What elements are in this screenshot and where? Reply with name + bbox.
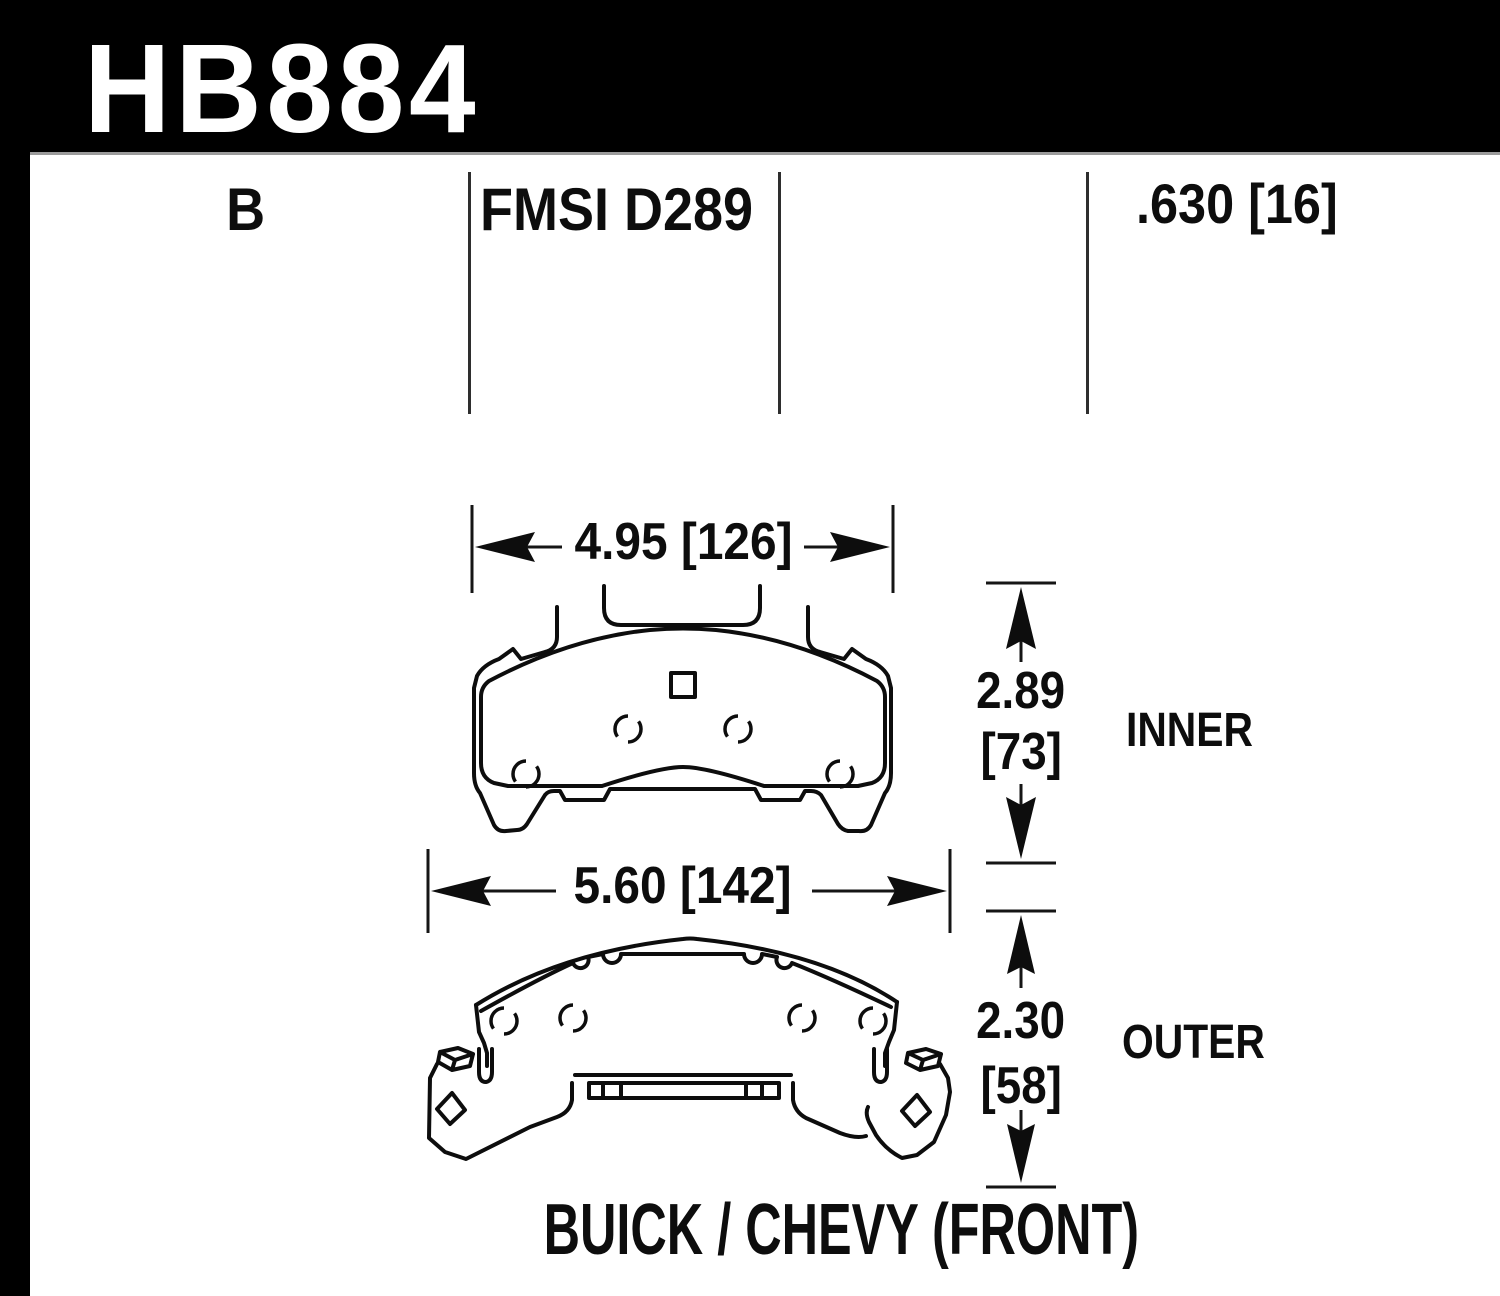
outer-pad-circle-mark xyxy=(787,1003,817,1033)
outer-pad-left-side xyxy=(474,1003,489,1068)
spec-fmsi-number: FMSI D289 xyxy=(480,176,754,243)
outer-pad-circle-mark xyxy=(489,1006,519,1036)
spec-compound: B xyxy=(226,176,266,243)
outer-pad-right-ear xyxy=(864,1062,952,1160)
spec-pad-thickness: .630 [16] xyxy=(1136,172,1338,235)
header-divider xyxy=(0,152,1500,155)
left-border-bar xyxy=(0,0,30,1296)
inner-pad-circle-mark xyxy=(723,714,753,744)
outer-pad-left-ear-finger xyxy=(477,1047,494,1084)
outer-pad-circle-mark xyxy=(858,1006,888,1036)
outer-pad-drawing xyxy=(427,936,952,1161)
outer-pad-right-ear-tab xyxy=(904,1047,943,1072)
inner-width-dimension xyxy=(470,505,895,593)
header-bar xyxy=(0,0,1500,152)
outer-height-dimension xyxy=(986,909,1056,1189)
outer-pad-bottom-edge-right xyxy=(791,1081,868,1139)
inner-pad-square-hole xyxy=(669,671,697,699)
spec-column-divider xyxy=(778,172,781,414)
outer-height-dim-inches: 2.30 xyxy=(976,992,1066,1050)
outer-pad-top-arc xyxy=(474,936,899,1007)
inner-pad-drawing xyxy=(472,584,893,834)
part-number-text: HB884 xyxy=(84,18,481,159)
outer-height-dim-mm: [58] xyxy=(980,1057,1062,1115)
inner-pad-circle-mark xyxy=(511,759,541,789)
outer-pad-inner-top-line xyxy=(479,952,893,1013)
outer-width-dim-text: 5.60 [142] xyxy=(573,857,793,915)
spec-column-divider xyxy=(468,172,471,414)
inner-pad-friction-outline xyxy=(479,626,887,788)
outer-pad-left-ear xyxy=(427,1062,574,1161)
inner-pad-circle-mark xyxy=(825,759,855,789)
outer-pad-right-diamond-hole xyxy=(900,1093,932,1128)
inner-height-dim-mm: [73] xyxy=(980,723,1062,781)
outer-pad-right-ear-finger xyxy=(872,1047,889,1084)
inner-pad-circle-mark xyxy=(613,714,643,744)
outer-pad-circle-mark xyxy=(558,1003,588,1033)
inner-height-dim-inches: 2.89 xyxy=(976,662,1066,720)
outer-width-dimension xyxy=(426,849,952,933)
inner-height-dimension xyxy=(986,581,1056,865)
inner-pad-outline xyxy=(472,605,893,834)
outer-pad-left-ear-tab xyxy=(436,1046,475,1072)
part-number-title: HB884 xyxy=(84,26,501,152)
outer-pad-slot-bar xyxy=(587,1081,781,1100)
application-caption: BUICK / CHEVY (FRONT) xyxy=(543,1190,1140,1270)
spec-column-divider xyxy=(1086,172,1089,414)
outer-pad-label: OUTER xyxy=(1122,1016,1265,1069)
inner-pad-u-channel xyxy=(602,584,762,627)
outer-pad-left-diamond-hole xyxy=(435,1091,467,1126)
inner-width-dim-text: 4.95 [126] xyxy=(574,513,794,571)
inner-pad-label: INNER xyxy=(1126,704,1253,757)
